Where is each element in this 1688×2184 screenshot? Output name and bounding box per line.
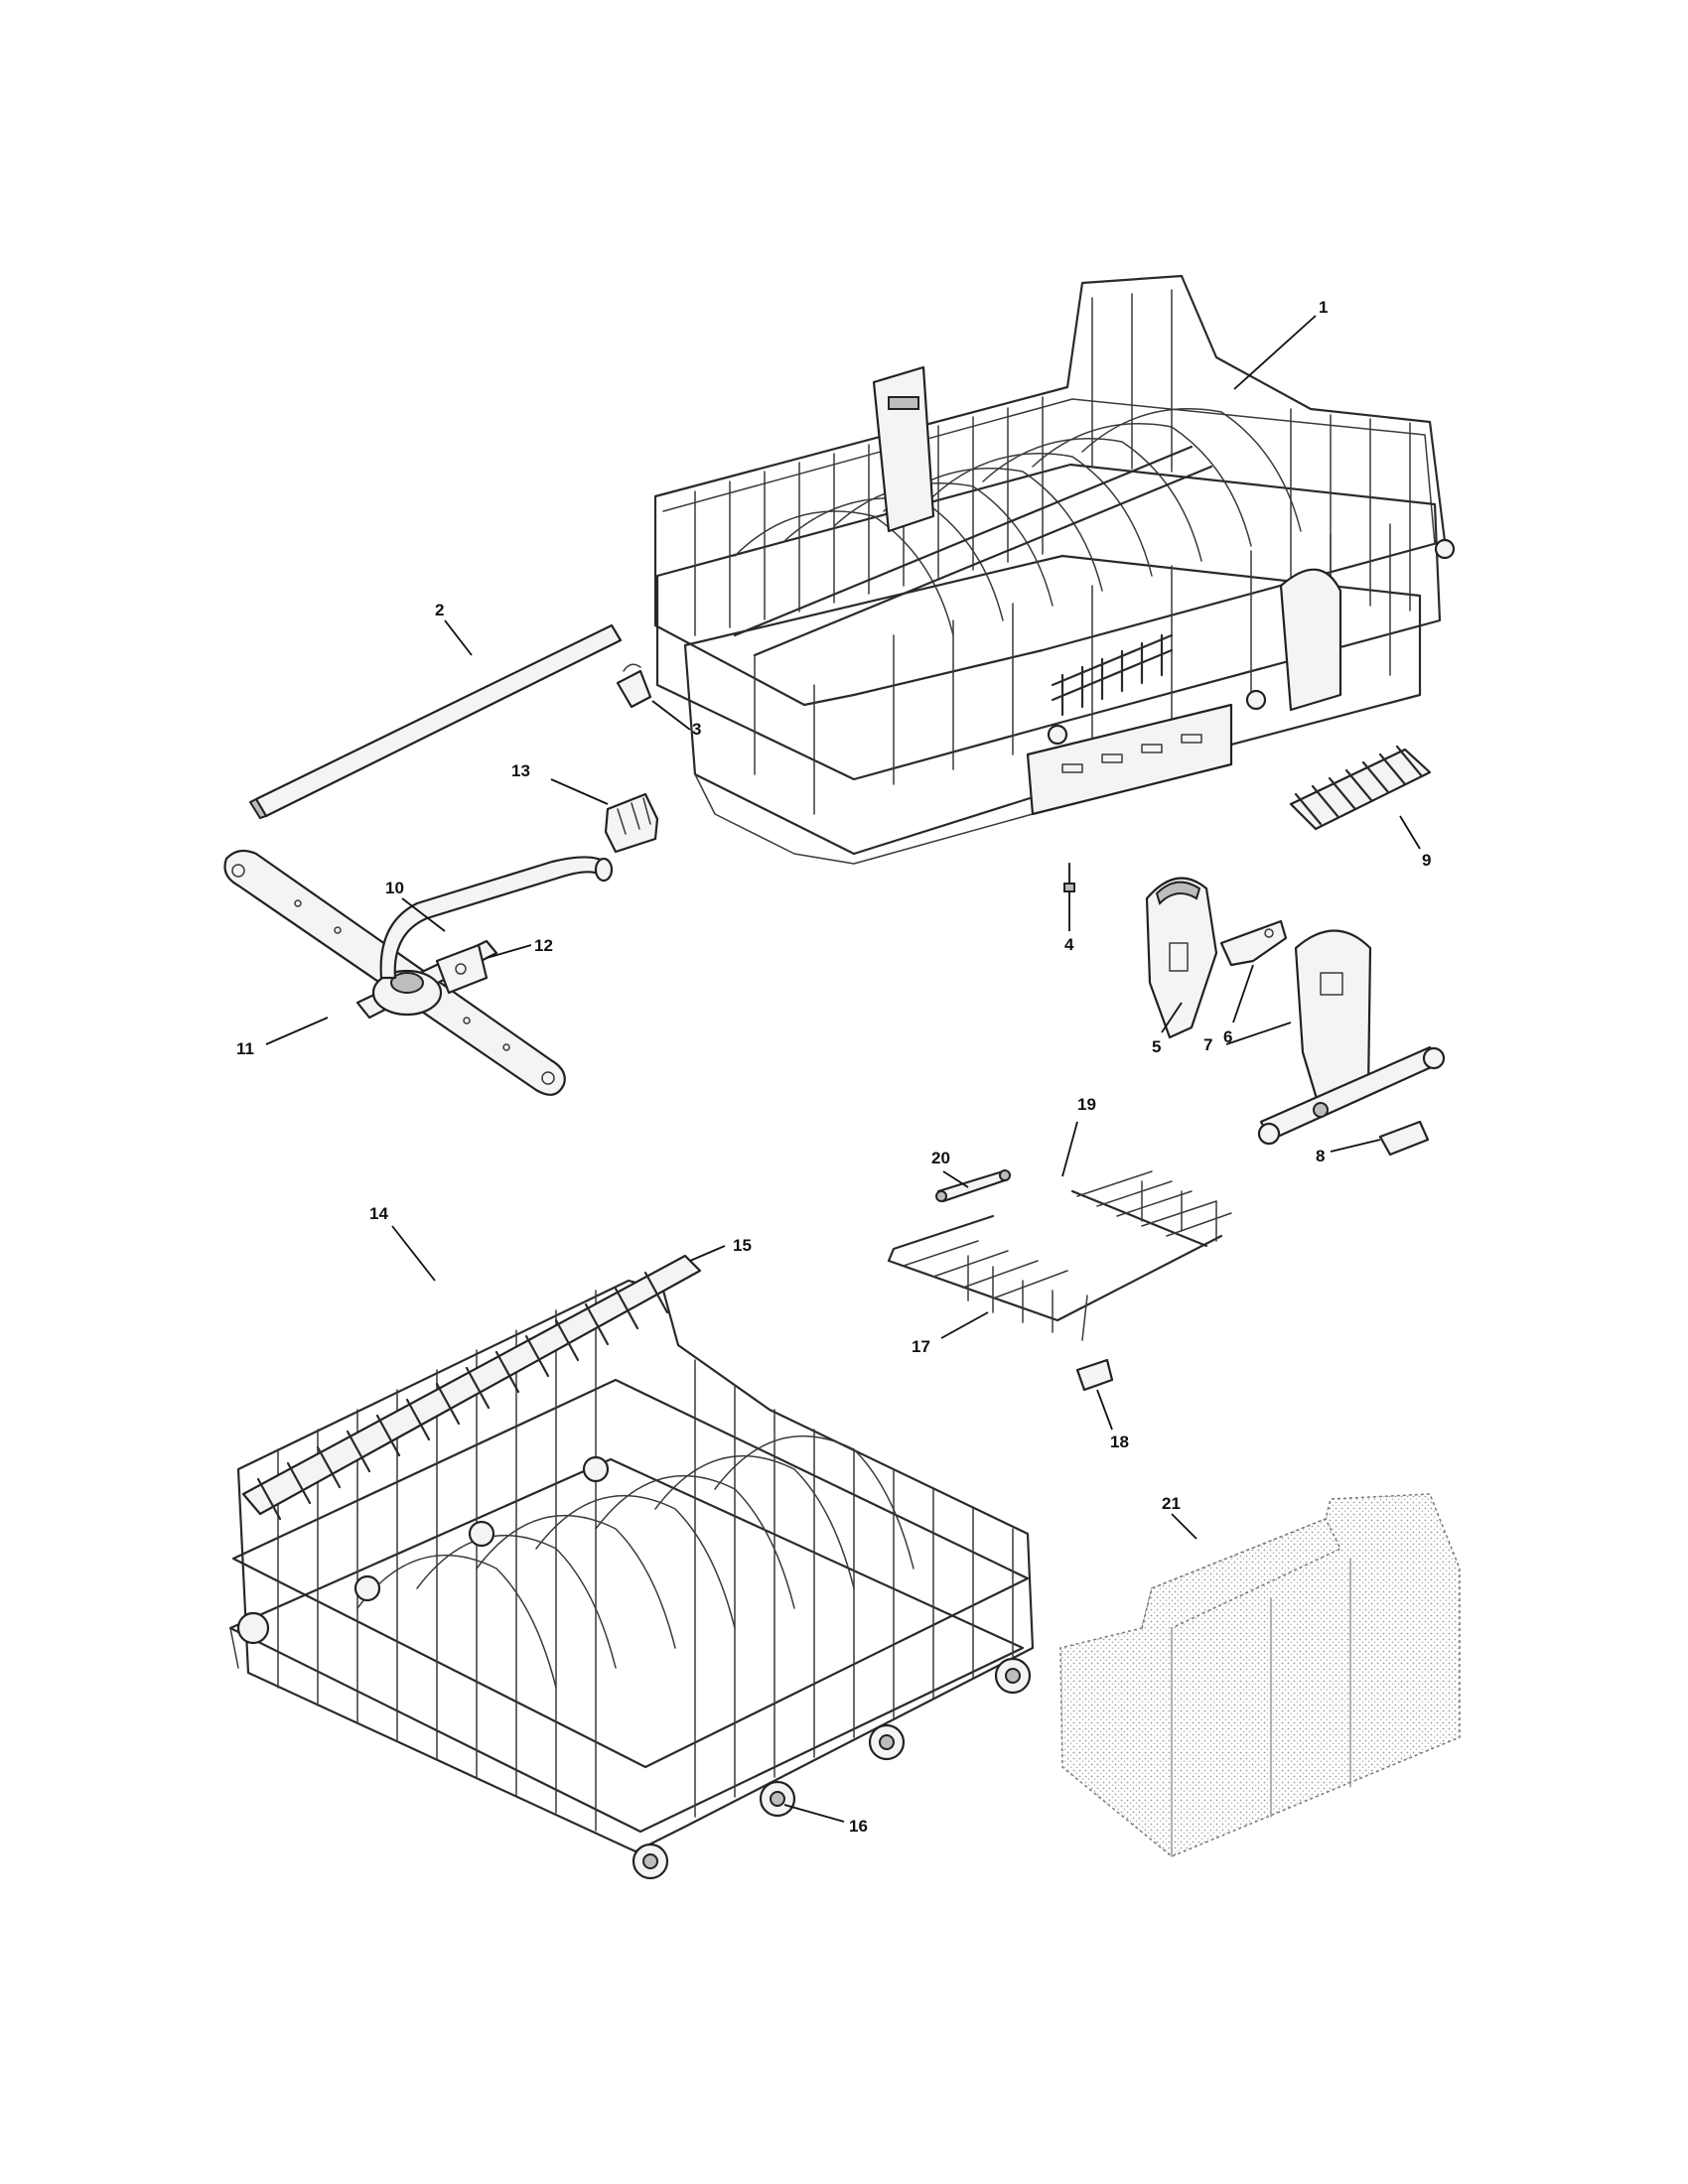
leader-16 (783, 1804, 845, 1823)
tine-row[interactable] (1289, 745, 1432, 831)
leader-10 (401, 897, 446, 932)
leader-7 (1225, 1022, 1292, 1045)
insert-clip[interactable] (1075, 1358, 1114, 1392)
slide-clip[interactable] (1378, 1120, 1430, 1157)
leader-18 (1096, 1389, 1113, 1431)
leader-13 (550, 778, 609, 805)
callout-8: 8 (1316, 1147, 1325, 1165)
leader-15 (689, 1245, 726, 1262)
tine-pivot[interactable] (935, 1169, 1011, 1203)
leader-3 (651, 700, 691, 731)
callout-3: 3 (692, 720, 701, 739)
leader-19 (1061, 1121, 1078, 1177)
leader-11 (265, 1017, 329, 1045)
leader-5 (1161, 1002, 1183, 1033)
callout-13: 13 (511, 761, 530, 780)
leader-21 (1171, 1513, 1197, 1540)
fold-down-tines[interactable] (241, 1254, 702, 1521)
callout-15: 15 (733, 1236, 752, 1255)
callout-21: 21 (1162, 1494, 1181, 1513)
callout-9: 9 (1422, 851, 1431, 870)
spray-arm-tube[interactable] (379, 856, 614, 980)
callout-10: 10 (385, 879, 404, 897)
tube-clip[interactable] (604, 792, 659, 854)
callout-14: 14 (369, 1204, 388, 1223)
adjuster-slide[interactable] (1257, 929, 1446, 1146)
rack-wheel[interactable] (236, 1611, 1032, 1880)
callout-1: 1 (1319, 298, 1328, 317)
callout-5: 5 (1152, 1037, 1161, 1056)
callout-labels: 1 2 3 4 5 6 7 8 9 10 11 12 13 14 15 16 1… (236, 298, 1431, 1836)
leader-20 (942, 1170, 969, 1188)
rack-adjuster[interactable] (1145, 877, 1218, 1039)
leader-17 (940, 1311, 989, 1339)
callout-17: 17 (912, 1337, 930, 1356)
leader-12 (486, 944, 532, 959)
callout-11: 11 (236, 1039, 254, 1058)
leader-8 (1330, 1139, 1381, 1153)
callout-4: 4 (1064, 935, 1074, 954)
callout-7: 7 (1203, 1035, 1212, 1054)
rack-stop[interactable] (1063, 862, 1075, 892)
leader-6 (1232, 964, 1254, 1024)
leader-1 (1233, 315, 1317, 390)
callout-6: 6 (1223, 1027, 1232, 1046)
callout-19: 19 (1077, 1095, 1096, 1114)
callout-18: 18 (1110, 1433, 1129, 1451)
leader-14 (391, 1225, 436, 1282)
leader-9 (1399, 815, 1421, 850)
callout-2: 2 (435, 601, 444, 619)
tine-insert[interactable] (887, 1214, 995, 1263)
folding-tines[interactable] (887, 1170, 1232, 1341)
silverware-basket[interactable] (1059, 1493, 1461, 1857)
callout-16: 16 (849, 1817, 868, 1836)
adjuster-lever[interactable] (1219, 919, 1288, 967)
upper-rack[interactable] (653, 274, 1456, 865)
leader-2 (444, 619, 473, 656)
lower-rack[interactable] (228, 1279, 1035, 1853)
callout-12: 12 (534, 936, 553, 955)
spray-arm-mount[interactable] (435, 943, 489, 995)
rack-rail[interactable] (248, 623, 623, 820)
callout-20: 20 (931, 1149, 950, 1167)
leader-lines (265, 315, 1421, 1823)
rail-clip[interactable] (616, 663, 652, 709)
